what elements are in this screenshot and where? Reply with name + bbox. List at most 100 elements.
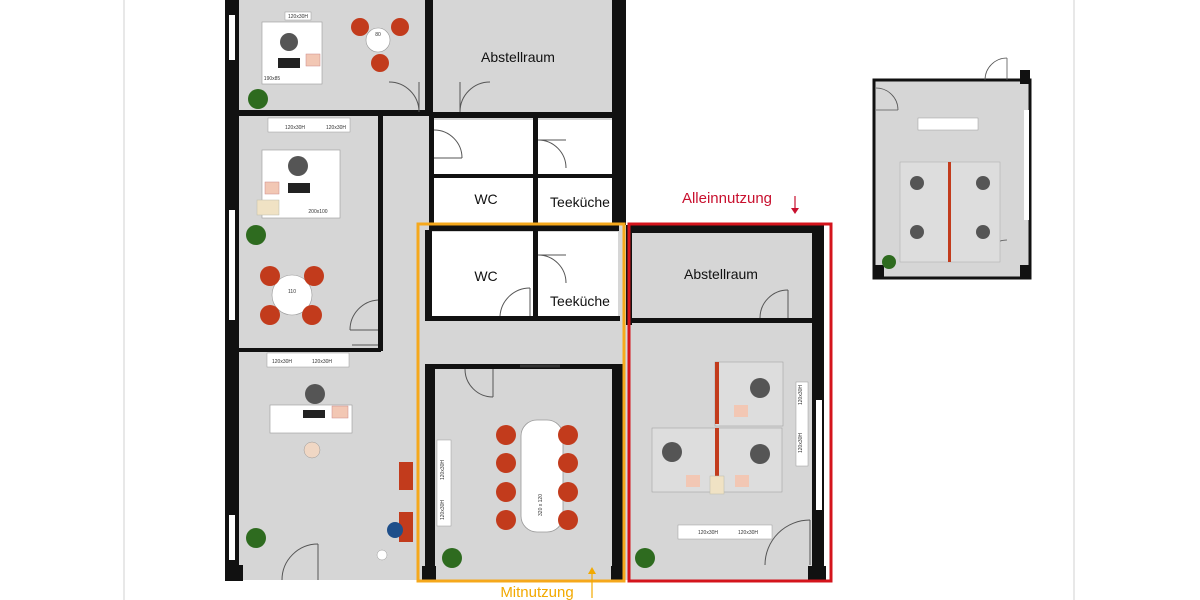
round-table bbox=[365, 27, 391, 53]
shelf-label: 120x30H bbox=[312, 359, 332, 365]
red-chair bbox=[558, 453, 578, 473]
red-chair bbox=[496, 510, 516, 530]
monitor bbox=[303, 410, 325, 418]
office-bottom-left: 120x30H 120x30H bbox=[246, 352, 413, 561]
label-kitchen-mid: Teeküche bbox=[550, 293, 610, 309]
lounge-chair bbox=[399, 462, 413, 490]
exclusive-use-label: Alleinnutzung bbox=[682, 190, 772, 207]
monitor bbox=[288, 183, 310, 193]
red-chair bbox=[260, 266, 280, 286]
conference-table bbox=[520, 419, 564, 533]
exclusive-office: 120x30H 120x30H 120x30H 120x30H bbox=[635, 361, 809, 568]
divider bbox=[715, 362, 719, 424]
annex-window bbox=[1024, 110, 1029, 220]
container bbox=[735, 475, 749, 487]
office-chair bbox=[910, 225, 924, 239]
office-top-left: 120x30H 190x85 80 bbox=[248, 11, 409, 109]
shared-use-label: Mitnutzung bbox=[500, 584, 573, 600]
window-west-1 bbox=[229, 15, 235, 60]
wall-int-8 bbox=[429, 174, 619, 178]
desk-size-label: 200x100 bbox=[308, 209, 327, 215]
red-chair bbox=[260, 305, 280, 325]
red-chair bbox=[496, 425, 516, 445]
wall-int-11 bbox=[533, 230, 538, 320]
cabinet-label: 120x30H bbox=[798, 385, 804, 405]
red-chair bbox=[371, 54, 389, 72]
room-wc-mid bbox=[430, 232, 535, 317]
container bbox=[331, 405, 349, 419]
office-chair bbox=[910, 176, 924, 190]
side-board bbox=[256, 199, 280, 216]
room-kitchen-mid bbox=[538, 232, 618, 317]
wall-meeting-east bbox=[612, 364, 624, 580]
workstation bbox=[714, 361, 784, 427]
annex-wall-corner bbox=[1020, 265, 1030, 279]
red-chair bbox=[558, 510, 578, 530]
sideboard-label: 120x30H bbox=[440, 500, 446, 520]
wall-corner-red-se bbox=[808, 566, 826, 580]
exclusive-arrow-icon bbox=[791, 196, 799, 214]
office-mid-left: 120x30H 120x30H 200x100 110 bbox=[246, 117, 351, 325]
room-wc-top bbox=[433, 178, 535, 223]
wall-int-3 bbox=[429, 112, 619, 118]
wall-int-7 bbox=[533, 118, 538, 228]
main-floor: Abstellraum WC Teeküche WC Teeküche Abst… bbox=[225, 0, 833, 600]
window-west-2 bbox=[229, 210, 235, 320]
sideboard-label: 120x30H bbox=[440, 460, 446, 480]
visitor-chair bbox=[303, 441, 321, 459]
wall-int-5 bbox=[239, 348, 381, 352]
exclusive-use-frame bbox=[627, 222, 833, 583]
lounge-chair bbox=[399, 512, 413, 542]
container bbox=[686, 475, 700, 487]
room-hall-top-left bbox=[433, 120, 535, 175]
plant-icon bbox=[248, 89, 268, 109]
red-chair bbox=[304, 266, 324, 286]
wall-int-6 bbox=[429, 118, 434, 228]
plant-icon bbox=[442, 548, 462, 568]
annex-wall-corner bbox=[1020, 70, 1030, 84]
wall-int-12 bbox=[425, 316, 620, 321]
container bbox=[734, 405, 748, 417]
red-chair bbox=[391, 18, 409, 36]
sideboard bbox=[436, 439, 452, 527]
wall-corner-sw bbox=[225, 565, 243, 581]
divider bbox=[715, 428, 719, 490]
label-storage-red: Abstellraum bbox=[684, 266, 758, 282]
window-red-east bbox=[816, 400, 822, 510]
shelf-label: 120x30H bbox=[272, 359, 292, 365]
red-chair bbox=[558, 482, 578, 502]
round-table bbox=[271, 274, 313, 316]
shelf-label: 120x30H bbox=[698, 530, 718, 536]
annex-shelf bbox=[917, 117, 979, 131]
shelf bbox=[266, 352, 350, 368]
label-wc-mid: WC bbox=[474, 268, 497, 284]
side-board bbox=[709, 475, 725, 495]
room-kitchen-top bbox=[538, 178, 618, 223]
shelf bbox=[267, 117, 351, 133]
cabinet-label: 120x30H bbox=[798, 433, 804, 453]
label-kitchen-top: Teeküche bbox=[550, 194, 610, 210]
office-chair bbox=[750, 444, 770, 464]
office-chair bbox=[305, 384, 325, 404]
plant-icon bbox=[246, 528, 266, 548]
plant-icon bbox=[882, 255, 896, 269]
shared-use-frame bbox=[416, 222, 626, 583]
cabinet bbox=[795, 381, 809, 467]
round-table-label: 80 bbox=[375, 32, 381, 38]
wall-corner-meeting-se bbox=[611, 566, 625, 580]
office-chair bbox=[976, 225, 990, 239]
wall-int-2 bbox=[239, 110, 429, 116]
shelf bbox=[284, 11, 312, 21]
wall-corner-meeting-sw bbox=[422, 566, 436, 580]
shared-arrow-icon bbox=[588, 567, 596, 598]
wall-red-storage bbox=[630, 318, 815, 323]
office-chair bbox=[750, 378, 770, 398]
annex-floor bbox=[872, 57, 1032, 280]
desk-size-label: 190x85 bbox=[264, 76, 281, 82]
wall-int-9 bbox=[429, 225, 619, 231]
office-chair bbox=[288, 156, 308, 176]
divider bbox=[948, 162, 951, 262]
red-chair bbox=[302, 305, 322, 325]
red-chair bbox=[496, 482, 516, 502]
